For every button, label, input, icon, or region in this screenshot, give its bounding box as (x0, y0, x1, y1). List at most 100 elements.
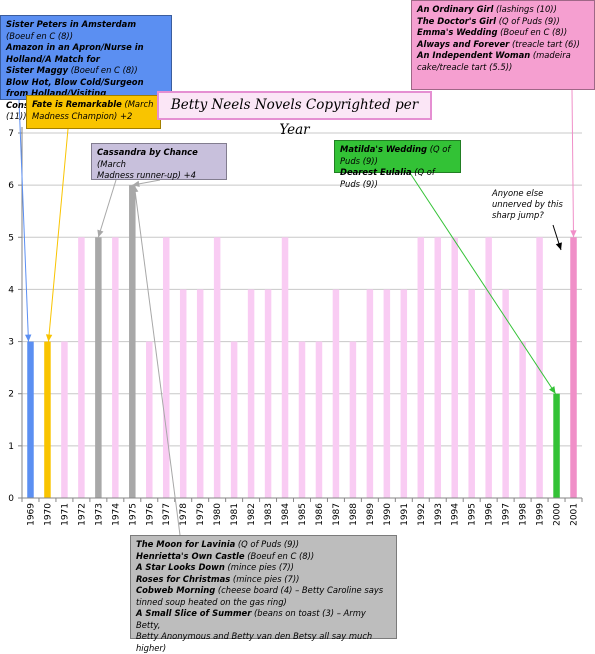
y-tick-label: 6 (8, 181, 14, 191)
x-tick-label-1986: 1986 (315, 503, 325, 526)
y-tick-label: 7 (8, 129, 14, 139)
y-tick-label: 5 (8, 233, 14, 243)
arrow-1970-line (47, 128, 69, 342)
bar-1998 (519, 341, 526, 498)
x-tick-label-2000: 2000 (553, 503, 563, 526)
x-tick-label-1981: 1981 (230, 503, 240, 526)
x-tick-label-1991: 1991 (400, 503, 410, 526)
bar-2000 (553, 393, 560, 498)
arrow-1969-line (18, 99, 29, 342)
x-tick-label-1980: 1980 (213, 503, 223, 526)
bar-1978 (179, 289, 187, 498)
x-tick-label-1997: 1997 (502, 503, 512, 526)
bars (27, 185, 577, 499)
x-tick-label-1994: 1994 (451, 503, 461, 526)
arrow-2000-head (549, 386, 556, 394)
y-tick-label: 1 (8, 442, 14, 452)
arrow-1973-head (97, 229, 104, 238)
x-tick-label-1969: 1969 (26, 503, 36, 526)
bar-1975 (129, 185, 136, 498)
x-tick-label-2001: 2001 (570, 503, 580, 526)
y-tick-label: 0 (8, 494, 14, 504)
annotation-2001: An Ordinary Girl (lashings (10))The Doct… (411, 0, 595, 90)
x-tick-label-1976: 1976 (145, 503, 155, 526)
annotation-2000: Matilda's Wedding (Q of Puds (9))Dearest… (334, 140, 461, 189)
bar-1974 (112, 237, 119, 499)
bar-1987 (332, 289, 340, 498)
arrow-1970-head (45, 334, 53, 342)
x-tick-label-1995: 1995 (468, 503, 478, 526)
arrow-2001-line (571, 89, 575, 238)
x-tick-label-1989: 1989 (366, 503, 376, 526)
bar-1990 (383, 289, 391, 498)
y-tick-label: 2 (8, 390, 14, 400)
x-tick-label-1985: 1985 (298, 503, 308, 526)
arrow-1975-gray-line (133, 185, 181, 536)
arrow-2000-line (409, 172, 556, 394)
bar-1977 (162, 237, 170, 499)
annotation-1975: The Moon for Lavinia (Q of Puds (9))Henr… (130, 535, 397, 653)
x-tick-label-1996: 1996 (485, 503, 495, 526)
x-tick-label-1977: 1977 (162, 503, 172, 526)
bar-1999 (536, 237, 543, 499)
bar-1988 (349, 341, 357, 498)
x-tick-label-1970: 1970 (43, 503, 53, 526)
bar-1973 (95, 237, 102, 499)
x-tick-label-1982: 1982 (247, 503, 257, 526)
x-tick-label-1975: 1975 (128, 503, 138, 526)
arrow-1969-head (25, 334, 32, 342)
x-tick-label-1993: 1993 (434, 503, 444, 526)
x-tick-label-1971: 1971 (60, 503, 70, 526)
bar-1969 (27, 341, 34, 498)
arrow-1973-line (97, 179, 117, 238)
x-tick-label-1988: 1988 (349, 503, 359, 526)
x-tick-label-1983: 1983 (264, 503, 274, 526)
x-tick-label-1979: 1979 (196, 503, 206, 526)
bar-1996 (485, 237, 492, 499)
x-tick-label-1998: 1998 (519, 503, 529, 526)
bar-1997 (502, 289, 509, 498)
x-tick-labels: 1969 1970 1971 1972 1973 1974 1975 1976 1977 1978… (26, 503, 579, 526)
bar-1993 (434, 237, 442, 499)
bar-1995 (468, 289, 475, 498)
bar-1980 (213, 237, 221, 499)
bar-1971 (61, 341, 68, 498)
y-tick-label: 4 (8, 285, 14, 295)
bar-1981 (230, 341, 238, 498)
x-tick-label-1987: 1987 (332, 503, 342, 526)
arrow-note-head (555, 242, 562, 250)
arrow-1975-gray-head (132, 185, 139, 193)
x-tick-label-1990: 1990 (383, 503, 393, 526)
x-tick-label-1973: 1973 (94, 503, 104, 526)
y-tick-label: 3 (8, 338, 14, 348)
annotation-note: Anyone else unnerved by this sharp jump? (492, 188, 563, 220)
bar-1976 (146, 341, 153, 498)
bar-1983 (264, 289, 272, 498)
x-tick-label-1978: 1978 (179, 503, 189, 526)
x-tick-label-1999: 1999 (536, 503, 546, 526)
bar-1984 (281, 237, 289, 499)
bar-1985 (298, 341, 306, 498)
bar-chart: 0 1 2 3 4 5 6 7 1969 1970 1971 1972 1973 1974 1975 197… (8, 89, 583, 536)
x-tick-label-1972: 1972 (77, 503, 87, 526)
bar-1970 (44, 341, 51, 498)
bar-1986 (315, 341, 323, 498)
annotation-arrows (18, 89, 577, 536)
bar-1994 (451, 237, 458, 499)
x-tick-label-1974: 1974 (111, 503, 121, 526)
bar-1991 (400, 289, 408, 498)
x-tick-label-1992: 1992 (417, 503, 427, 526)
y-tick-labels: 0 1 2 3 4 5 6 7 (8, 129, 14, 504)
chart-title: Betty Neels Novels Copyrighted per Year (157, 91, 432, 138)
bar-2001 (570, 237, 577, 499)
bar-1989 (366, 289, 374, 498)
bar-1982 (247, 289, 255, 498)
x-tick-label-1984: 1984 (281, 503, 291, 526)
annotation-1969: Sister Peters in Amsterdam (Boeuf en C (… (0, 15, 172, 121)
bar-1972 (78, 237, 85, 499)
bar-1979 (196, 289, 204, 498)
bar-1992 (417, 237, 425, 499)
arrow-2001-head (570, 230, 577, 238)
